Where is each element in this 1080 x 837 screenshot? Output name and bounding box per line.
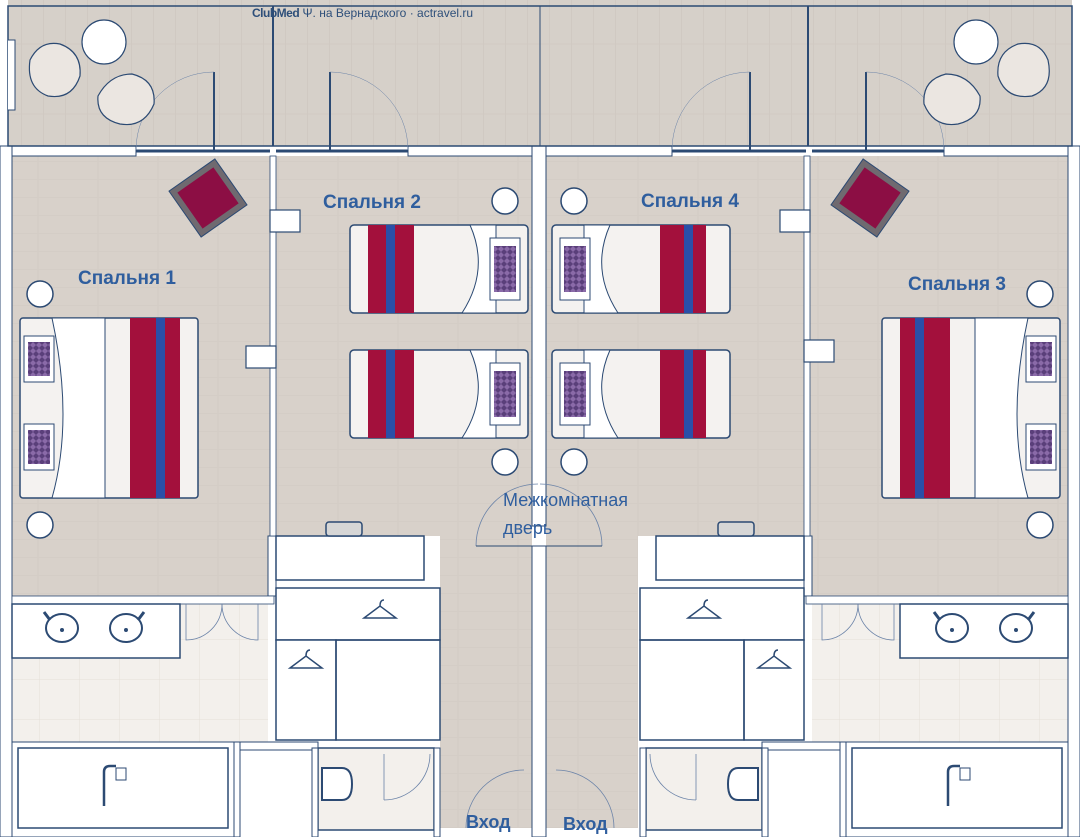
label-entrance-right: Вход	[563, 814, 608, 834]
hall-right-floor	[546, 536, 638, 828]
wardrobe-right	[639, 521, 805, 741]
vanity-left	[11, 603, 181, 659]
bed-bedroom-4-bottom	[551, 349, 731, 439]
trident-icon: Ψ.	[302, 6, 316, 20]
wc-right	[645, 747, 763, 831]
bedroom-2-floor	[276, 156, 532, 536]
wardrobe-left	[275, 521, 441, 741]
tv-units	[245, 209, 835, 369]
armchair-left	[168, 158, 248, 238]
shower-right	[851, 747, 1063, 829]
armchair-right	[830, 158, 910, 238]
entrance-doors	[465, 769, 615, 829]
bath-doors	[185, 603, 895, 641]
bed-bedroom-2-top	[349, 224, 529, 314]
label-bedroom-2: Спальня 2	[323, 192, 421, 213]
label-bedroom-4: Спальня 4	[641, 191, 739, 212]
label-bedroom-3: Спальня 3	[908, 274, 1006, 295]
balcony-furniture	[28, 19, 1050, 126]
caption-text: на Вернадского · actravel.ru	[319, 6, 474, 20]
wc-left	[317, 747, 435, 831]
label-bedroom-1: Спальня 1	[78, 268, 176, 289]
label-entrance-left: Вход	[466, 812, 511, 832]
nightstands	[26, 187, 1054, 539]
clubmed-logo: ClubMed	[252, 6, 300, 20]
bed-bedroom-3	[881, 317, 1061, 499]
shower-left	[17, 747, 229, 829]
bed-bedroom-2-bottom	[349, 349, 529, 439]
bed-bedroom-4-top	[551, 224, 731, 314]
vanity-right	[899, 603, 1069, 659]
interior-walls	[233, 741, 847, 837]
balcony-doors	[135, 71, 945, 153]
hall-left-floor	[440, 536, 532, 828]
bed-bedroom-1	[19, 317, 199, 499]
hanger-icons	[287, 599, 793, 669]
label-connecting-door-1: Межкомнатная	[503, 490, 629, 510]
bedroom-4-floor	[546, 156, 804, 536]
connecting-door	[475, 483, 603, 547]
header-caption: ClubMed Ψ. на Вернадского · actravel.ru	[252, 6, 473, 20]
label-connecting-door-2: дверь	[503, 518, 553, 538]
